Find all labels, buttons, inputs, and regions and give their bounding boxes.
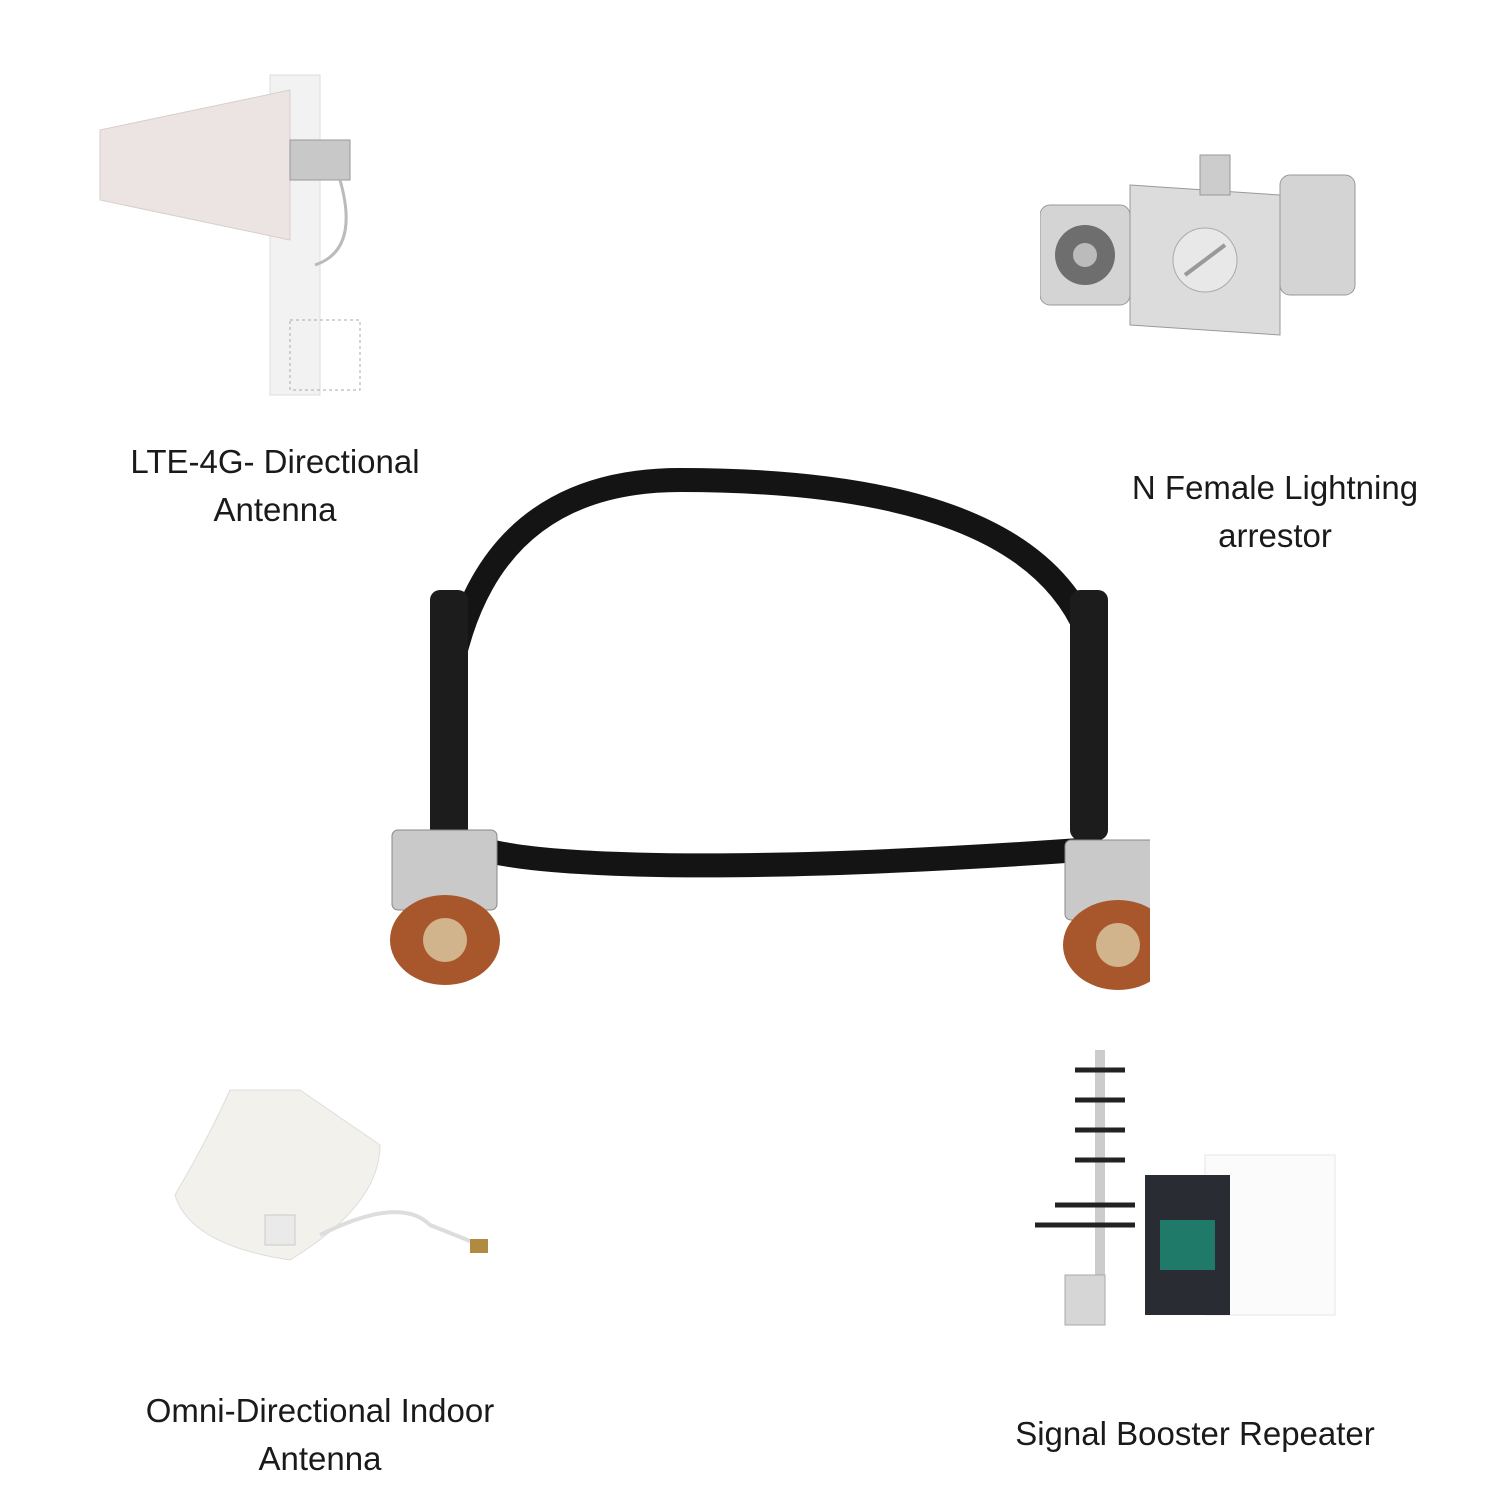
label-line: Omni-Directional Indoor [145, 1392, 495, 1429]
directional-antenna-image [99, 74, 361, 396]
label-line: LTE-4G- Directional [130, 443, 420, 480]
signal-booster-image [1035, 1050, 1336, 1326]
label-line: Signal Booster Repeater [1015, 1415, 1375, 1452]
label-line: arrestor [1218, 517, 1332, 554]
lightning-arrestor-image [1040, 154, 1356, 336]
right-n-connector [1063, 839, 1150, 990]
n-male-coax-cable-image [390, 467, 1150, 990]
label-line: N Female Lightning [1131, 469, 1419, 506]
directional-antenna-label: LTE-4G- Directional Antenna [90, 438, 460, 534]
lightning-arrestor-label: N Female Lightning arrestor [1100, 464, 1450, 560]
omni-antenna-image [174, 1089, 488, 1261]
left-n-connector [390, 829, 500, 985]
omni-antenna-label: Omni-Directional Indoor Antenna [110, 1387, 530, 1483]
label-line: Antenna [258, 1440, 382, 1477]
label-line: Antenna [213, 491, 337, 528]
signal-booster-label: Signal Booster Repeater [975, 1410, 1415, 1458]
